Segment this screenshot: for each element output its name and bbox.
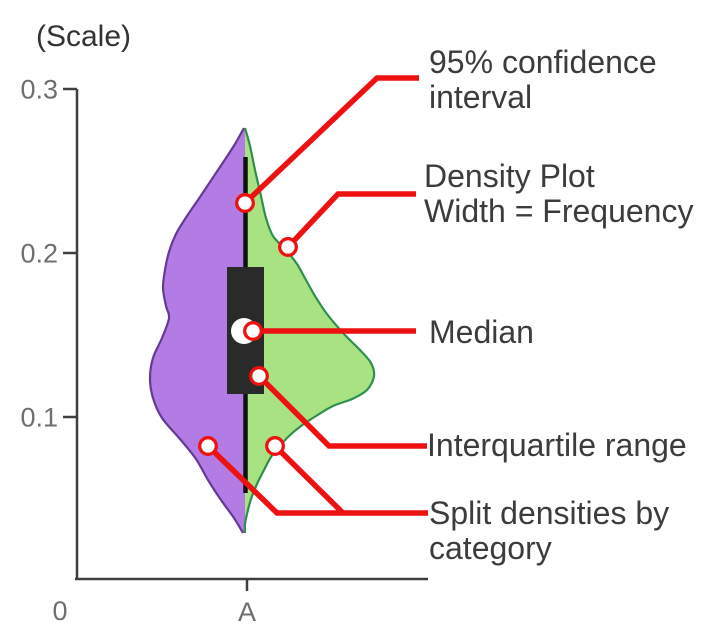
- annotation-label-median: Median: [429, 314, 534, 350]
- callout-line-split-densities: [206, 444, 428, 516]
- annotation-label-split-densities: category: [429, 530, 552, 566]
- callout-marker-split-densities: [265, 436, 285, 456]
- callout-marker-interquartile-range: [249, 366, 269, 386]
- y-tick-label: 0.2: [20, 239, 58, 269]
- callout-line-split-densities: [273, 444, 345, 515]
- callout-marker-median: [243, 321, 263, 341]
- x-category-label: A: [238, 597, 256, 627]
- annotation-label-density-width: Density Plot: [424, 158, 595, 194]
- annotation-label-interquartile-range: Interquartile range: [427, 427, 687, 463]
- annotation-label-split-densities: Split densities by: [429, 495, 669, 531]
- x-origin-label: 0: [52, 596, 67, 626]
- annotation-label-confidence-interval: interval: [429, 79, 532, 115]
- callout-line-density-width: [285, 191, 416, 249]
- callout-marker-confidence-interval: [235, 193, 255, 213]
- y-tick-label: 0.3: [20, 75, 58, 105]
- violin-left-outline: [148, 127, 245, 534]
- callout-line-interquartile-range: [257, 374, 427, 449]
- violin-right-outline: [243, 127, 376, 534]
- callout-line-confidence-interval: [243, 75, 419, 205]
- callout-marker-density-width: [278, 237, 298, 257]
- callout-marker-split-densities: [198, 436, 218, 456]
- chart-title: (Scale): [36, 20, 132, 53]
- y-tick-label: 0.1: [20, 403, 58, 433]
- annotation-label-confidence-interval: 95% confidence: [429, 44, 657, 80]
- annotation-label-density-width: Width = Frequency: [424, 193, 693, 229]
